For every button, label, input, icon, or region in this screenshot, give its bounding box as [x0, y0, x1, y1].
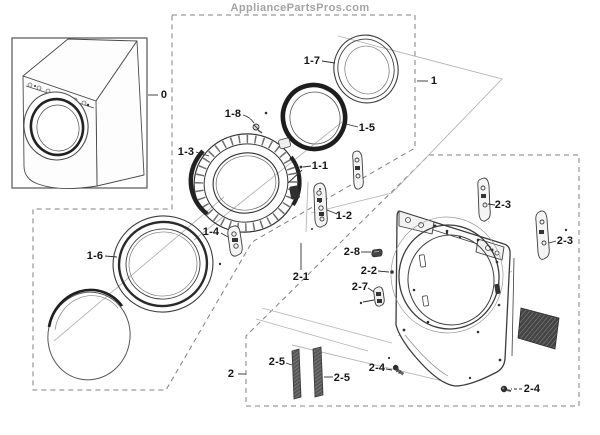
felt-seal-right: [312, 346, 324, 398]
callout-frame-assembly: 2: [227, 368, 235, 380]
callout-1-2: 1-2: [335, 210, 353, 222]
door-hinge-1-4: [227, 225, 243, 257]
callout-2-5-left: 2-5: [268, 356, 286, 368]
door-glass-oval: [47, 288, 131, 381]
callout-2-3-lower: 2-3: [556, 235, 574, 247]
small-screw-dots: [218, 111, 568, 360]
dryer-door-thumbnail: [23, 91, 89, 161]
frame-hinge-2-3-upper: [477, 177, 491, 222]
callout-2-7: 2-7: [351, 281, 369, 293]
screw-2-2: [390, 270, 394, 274]
screw-2-4-left: [392, 364, 405, 376]
door-cover-ring: [333, 34, 399, 104]
callout-2-5-right: 2-5: [333, 372, 351, 384]
frame-assembly-region: [245, 154, 580, 407]
callout-2-1: 2-1: [292, 271, 310, 283]
callout-2-3-upper: 2-3: [494, 199, 512, 211]
screw-1-8: [252, 123, 263, 134]
callout-main-unit: 0: [160, 89, 168, 101]
dryer-thumbnail: [22, 38, 145, 189]
callout-2-8: 2-8: [343, 246, 361, 258]
front-frame-panel: [390, 210, 515, 387]
lever-2-7: [373, 286, 385, 307]
callout-1-4: 1-4: [202, 226, 220, 238]
door-frame-ring: [188, 133, 302, 233]
door-hinge-holder-1-2: [313, 182, 328, 228]
door-glass-ring: [280, 82, 348, 152]
callout-1-1: 1-1: [311, 160, 329, 172]
callout-1-6: 1-6: [86, 250, 104, 262]
callout-1-8: 1-8: [224, 108, 242, 120]
frame-hinge-2-3-lower: [535, 210, 550, 260]
inner-door-ring: [112, 215, 214, 313]
callout-2-4-left: 2-4: [368, 362, 386, 374]
screw-2-4-right: [500, 385, 512, 393]
callout-door-assembly: 1: [430, 75, 438, 87]
felt-seal-left: [291, 348, 302, 400]
site-watermark: AppliancePartsPros.com: [230, 2, 370, 14]
frame-door-opening: [390, 216, 504, 334]
callout-1-7: 1-7: [303, 55, 321, 67]
callout-1-5: 1-5: [358, 122, 376, 134]
callout-1-3: 1-3: [177, 146, 195, 158]
callout-2-2: 2-2: [360, 265, 378, 277]
leader-lines: [104, 60, 557, 390]
door-hinge-holder-upper: [352, 150, 364, 190]
callout-2-4-right: 2-4: [523, 383, 541, 395]
group-boxes: [32, 14, 580, 407]
holder-clip-2-8: [371, 248, 383, 258]
air-grille: [517, 307, 560, 350]
